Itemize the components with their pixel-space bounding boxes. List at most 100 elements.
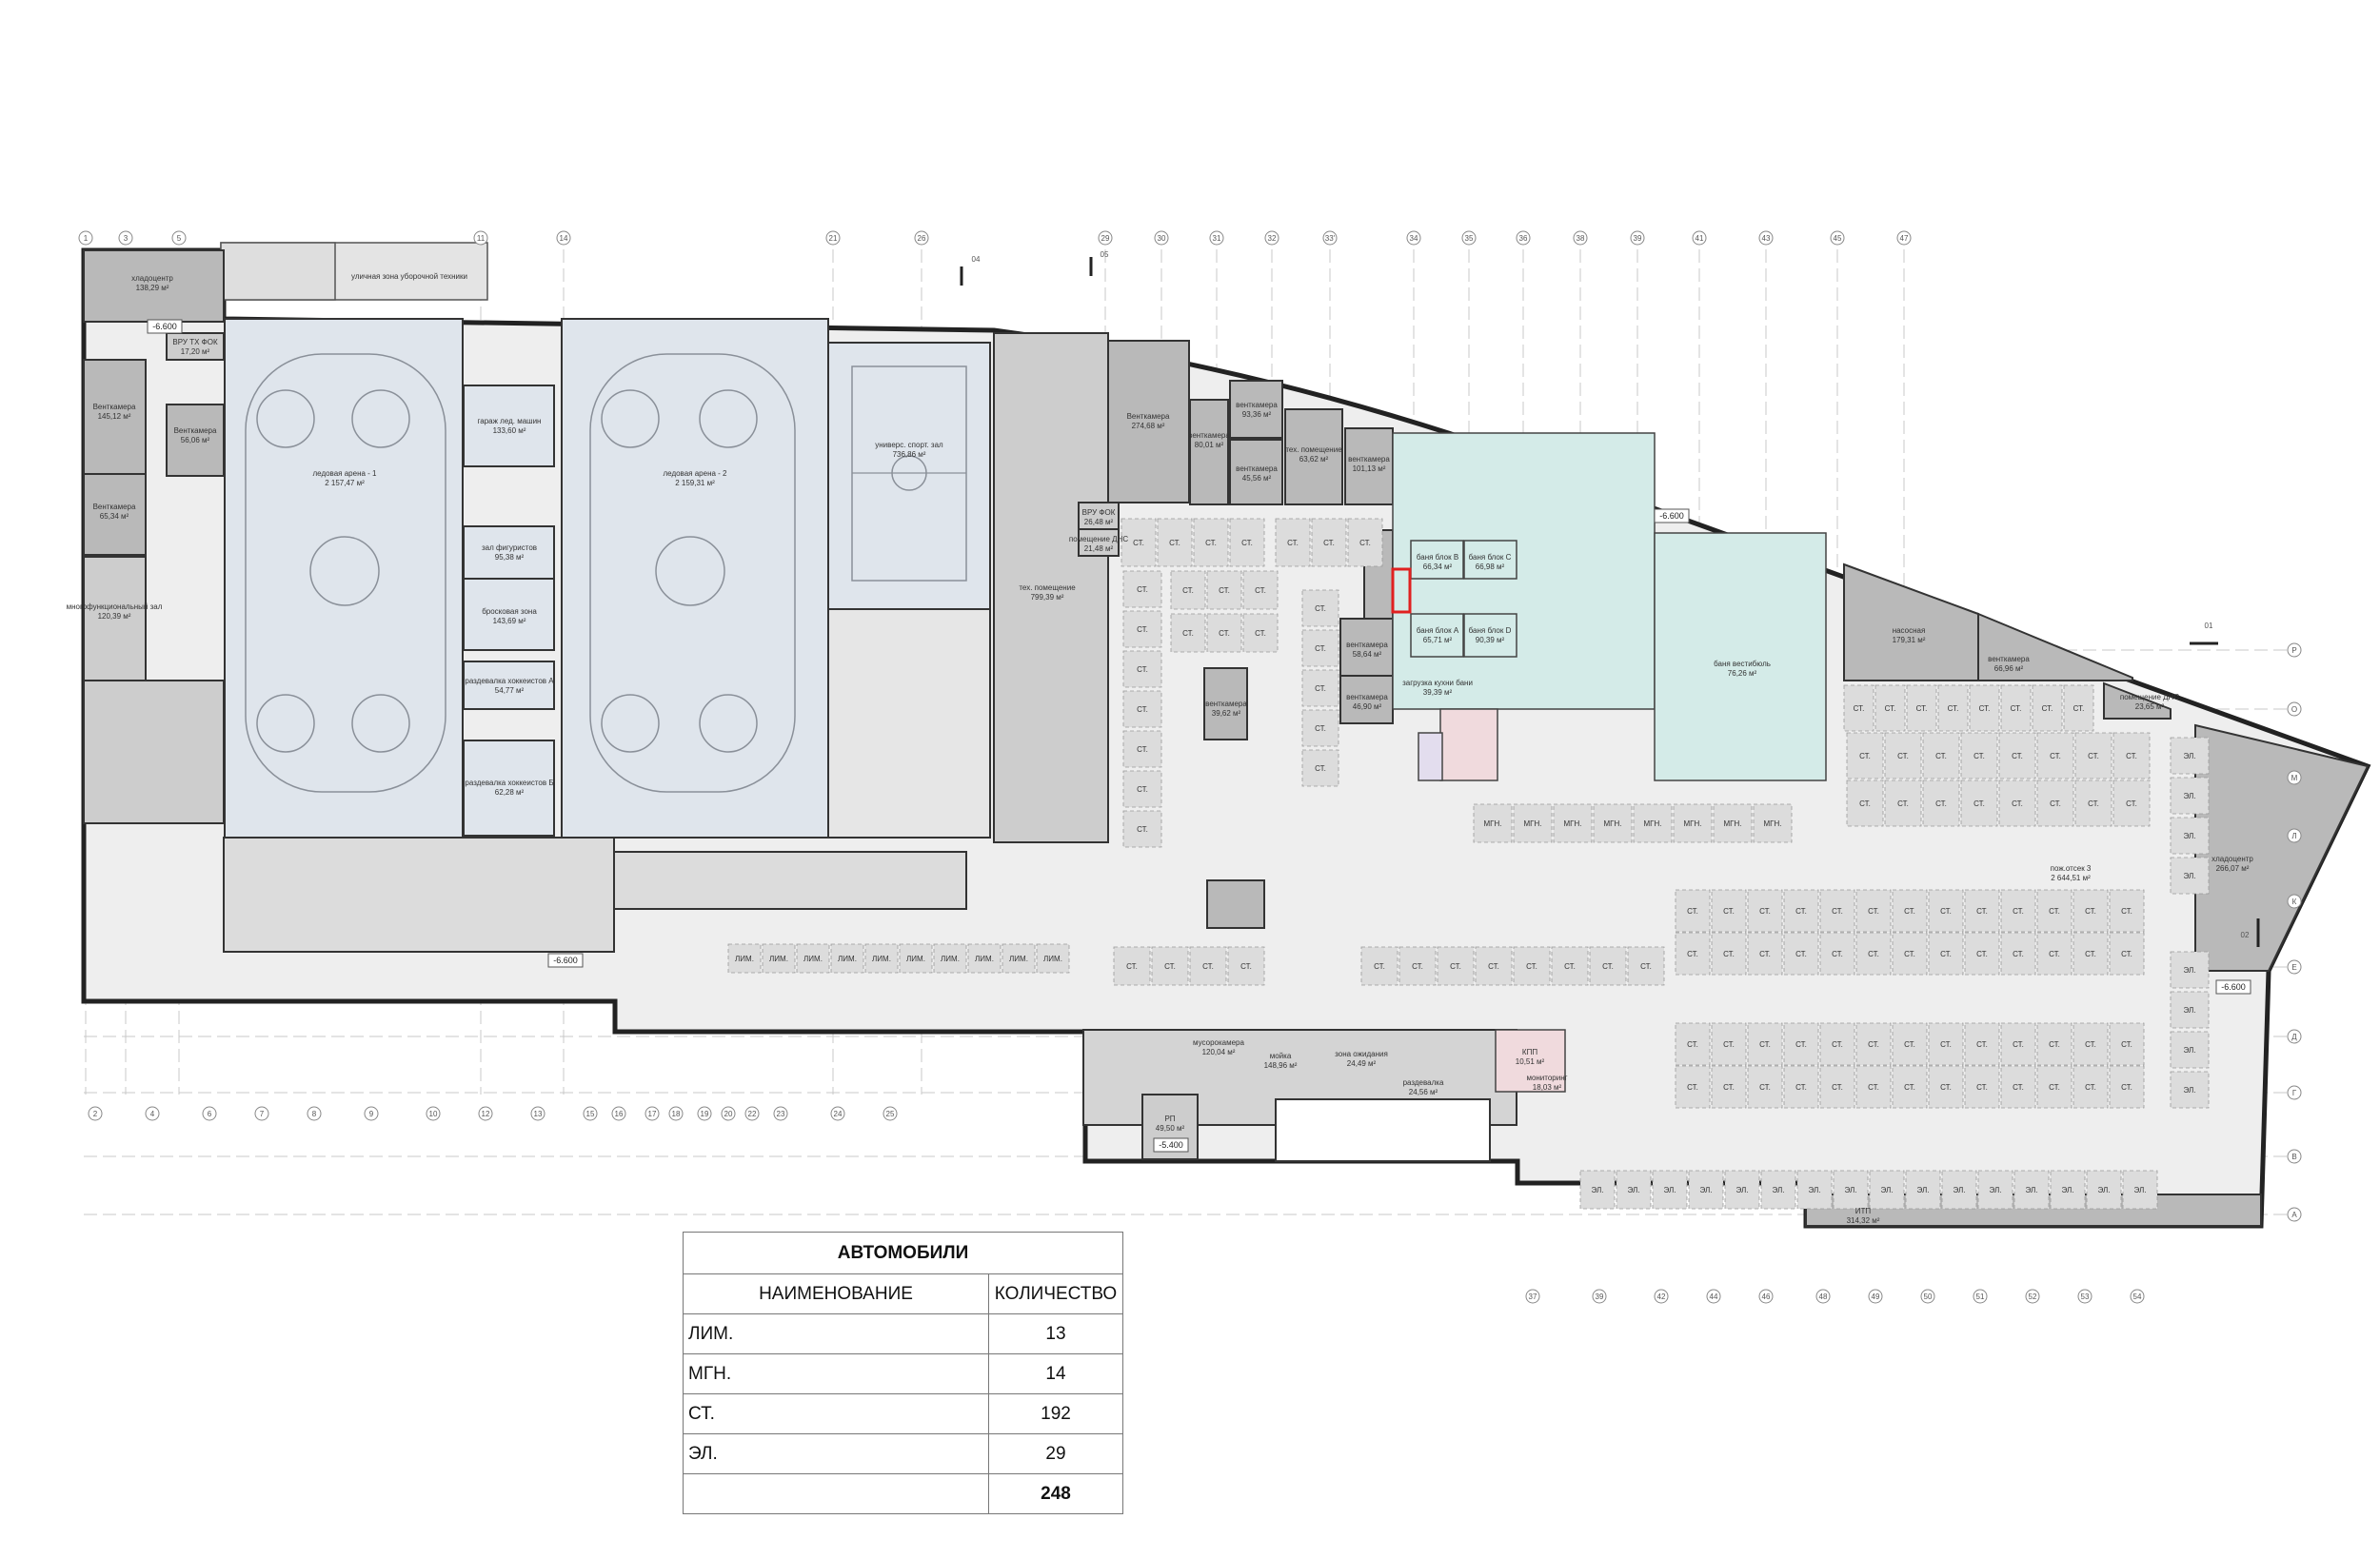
room-label: баня блок A65,71 м²: [1417, 626, 1459, 644]
parking-spot: СТ.: [1227, 946, 1265, 986]
svg-text:ЭЛ.: ЭЛ.: [2184, 966, 2196, 975]
svg-text:СТ.: СТ.: [1935, 752, 1947, 760]
parking-spot: СТ.: [1589, 946, 1627, 986]
room-area: 266,07 м²: [2216, 864, 2250, 873]
parking-spot: СТ.: [1711, 1022, 1747, 1066]
svg-text:СТ.: СТ.: [1940, 1083, 1952, 1092]
room-name: загрузка кухни бани: [1402, 679, 1473, 687]
svg-text:СТ.: СТ.: [1979, 704, 1991, 713]
svg-text:СТ.: СТ.: [1488, 962, 1499, 971]
table-row: СТ. 192: [683, 1393, 1123, 1434]
parking-spot: СТ.: [1964, 932, 2000, 976]
svg-text:47: 47: [1900, 234, 1909, 243]
svg-text:СТ.: СТ.: [1976, 1083, 1988, 1092]
parking-spot: СТ.: [2109, 1022, 2145, 1066]
room-area: 133,60 м²: [493, 426, 526, 435]
parking-spot: СТ.: [2063, 684, 2094, 732]
parking-spot: ЭЛ.: [2170, 951, 2210, 989]
svg-text:СТ.: СТ.: [1795, 907, 1807, 916]
room-vent-65: [83, 473, 147, 556]
svg-text:Р: Р: [2291, 646, 2296, 655]
svg-text:СТ.: СТ.: [1374, 962, 1385, 971]
axis-label-top: 39: [1630, 230, 1645, 246]
parking-spot: ЛИМ.: [1036, 943, 1070, 974]
parking-spot: ЛИМ.: [864, 943, 899, 974]
svg-text:46: 46: [1762, 1293, 1771, 1301]
parking-spot: СТ.: [1855, 932, 1892, 976]
svg-text:СТ.: СТ.: [1687, 1040, 1698, 1049]
svg-text:ЛИМ.: ЛИМ.: [769, 955, 788, 963]
room-name: Венткамера: [1127, 412, 1170, 421]
parking-spot: СТ.: [2073, 889, 2109, 933]
axis-label-right: Д: [2287, 1029, 2302, 1044]
axis-label-bottom: 6: [202, 1106, 217, 1121]
parking-spot: СТ.: [1960, 732, 1998, 780]
room-lockers-b: [463, 740, 555, 837]
bath-block-c: [1463, 540, 1517, 580]
parking-spot: СТ.: [1998, 732, 2036, 780]
svg-text:СТ.: СТ.: [1219, 586, 1230, 595]
room-area: 39,39 м²: [1423, 688, 1453, 697]
room-name: венткамера: [1205, 700, 1247, 708]
parking-summary-table: АВТОМОБИЛИ НАИМЕНОВАНИЕ КОЛИЧЕСТВО ЛИМ. …: [683, 1232, 1123, 1514]
svg-text:52: 52: [2029, 1293, 2037, 1301]
section-mark-label: 04: [972, 255, 981, 264]
svg-text:48: 48: [1819, 1293, 1828, 1301]
svg-text:СТ.: СТ.: [2049, 1040, 2060, 1049]
axis-label-bottom-right: 42: [1654, 1289, 1669, 1304]
column-header-name: НАИМЕНОВАНИЕ: [683, 1273, 989, 1314]
parking-spot: СТ.: [1301, 669, 1339, 707]
room-name: венткамера: [1346, 693, 1388, 701]
svg-text:СТ.: СТ.: [1948, 704, 1959, 713]
room-area: 18,03 м²: [1533, 1083, 1562, 1092]
parking-spot: СТ.: [1122, 570, 1162, 608]
svg-text:К: К: [2292, 898, 2297, 906]
parking-spot: СТ.: [1122, 690, 1162, 728]
svg-text:ЛИМ.: ЛИМ.: [1043, 955, 1062, 963]
parking-spot: СТ.: [1922, 780, 1960, 827]
svg-text:СТ.: СТ.: [1795, 950, 1807, 958]
lift-hall: [1418, 732, 1443, 781]
parking-spot: СТ.: [2000, 889, 2036, 933]
room-area: 65,71 м²: [1423, 636, 1453, 644]
svg-text:ЭЛ.: ЭЛ.: [1628, 1186, 1640, 1194]
svg-text:ЭЛ.: ЭЛ.: [2184, 872, 2196, 880]
parking-spot: ЭЛ.: [2050, 1170, 2086, 1210]
room-name: помещение ДНС: [2120, 693, 2179, 701]
parking-spot: ЛИМ.: [796, 943, 830, 974]
room-area: 24,49 м²: [1347, 1059, 1377, 1068]
svg-text:5: 5: [177, 234, 182, 243]
svg-text:12: 12: [482, 1110, 490, 1118]
svg-text:СТ.: СТ.: [2049, 950, 2060, 958]
room-area: 23,65 м²: [2135, 702, 2165, 711]
parking-spot: СТ.: [1922, 732, 1960, 780]
svg-text:СТ.: СТ.: [1723, 907, 1735, 916]
parking-spot: ЭЛ.: [2013, 1170, 2050, 1210]
svg-text:СТ.: СТ.: [2050, 752, 2061, 760]
parking-spot: МГН.: [1513, 803, 1553, 843]
room-area: 138,29 м²: [136, 284, 169, 292]
svg-text:МГН.: МГН.: [1604, 819, 1622, 828]
axis-label-right: М: [2287, 770, 2302, 785]
room-area: 65,34 м²: [100, 512, 129, 521]
room-name: универс. спорт. зал: [875, 441, 943, 449]
axis-label-bottom-right: 37: [1525, 1289, 1540, 1304]
room-name: ледовая арена - 1: [313, 469, 378, 478]
svg-text:СТ.: СТ.: [1137, 665, 1148, 674]
svg-text:МГН.: МГН.: [1764, 819, 1782, 828]
room-name: мойка: [1270, 1052, 1292, 1060]
parking-spot: ЛИМ.: [899, 943, 933, 974]
axis-label-top: 3: [118, 230, 133, 246]
axis-label-bottom: 7: [254, 1106, 269, 1121]
level-mark: -6.600: [1654, 508, 1690, 523]
svg-text:СТ.: СТ.: [1137, 745, 1148, 754]
svg-text:ЭЛ.: ЭЛ.: [1917, 1186, 1930, 1194]
svg-text:СТ.: СТ.: [2121, 950, 2132, 958]
parking-spot: СТ.: [2074, 780, 2112, 827]
svg-text:СТ.: СТ.: [1916, 704, 1928, 713]
